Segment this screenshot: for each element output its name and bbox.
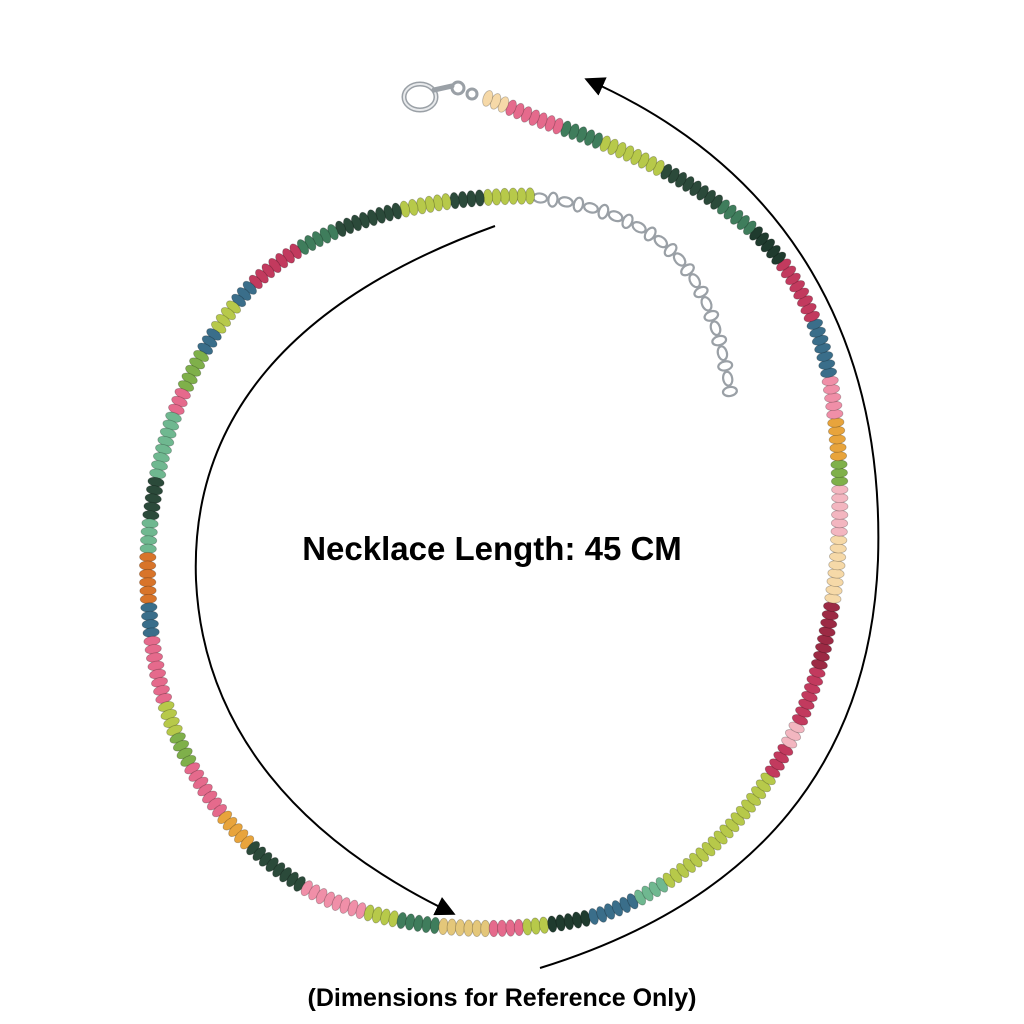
bead — [139, 577, 157, 588]
chain-link — [572, 196, 585, 213]
chain-link — [631, 220, 647, 234]
dimensions-disclaimer: (Dimensions for Reference Only) — [307, 984, 697, 1012]
bead — [508, 187, 519, 205]
chain-link — [711, 334, 728, 347]
bead-strand — [139, 90, 849, 938]
chain-link — [700, 296, 713, 312]
chain-link — [721, 385, 738, 398]
chain-link — [643, 226, 657, 242]
chain-link — [721, 370, 734, 387]
chain-link — [688, 273, 702, 289]
chain-link — [663, 243, 678, 258]
extender-chain — [531, 191, 738, 398]
bead — [831, 484, 849, 495]
bead — [480, 919, 491, 938]
bead — [516, 187, 527, 205]
chain-link — [717, 360, 734, 372]
necklace-length-label: Necklace Length: 45 CM — [302, 530, 682, 567]
chain-link — [607, 210, 624, 223]
chain-link — [703, 309, 720, 322]
chain-link — [597, 203, 610, 220]
chain-link — [672, 252, 687, 267]
bead — [139, 568, 157, 579]
chain-link — [680, 263, 695, 277]
bead — [471, 919, 482, 937]
chain-link — [583, 202, 599, 214]
chain-link — [693, 285, 709, 299]
bead — [482, 90, 494, 107]
chain-link — [653, 234, 669, 249]
chain-link — [716, 345, 729, 362]
bead — [524, 187, 535, 205]
measure-arrow-inner — [194, 225, 496, 916]
lobster-clasp — [401, 80, 479, 113]
chain-link — [547, 191, 559, 208]
bead — [831, 509, 849, 520]
bead — [831, 492, 849, 504]
chain-link — [621, 213, 634, 230]
chain-link — [709, 320, 722, 337]
bead — [830, 518, 849, 529]
bead — [488, 919, 499, 938]
bead — [831, 501, 849, 512]
chain-link — [557, 196, 574, 208]
bead — [497, 919, 508, 937]
measure-arrow-outer — [539, 77, 880, 969]
